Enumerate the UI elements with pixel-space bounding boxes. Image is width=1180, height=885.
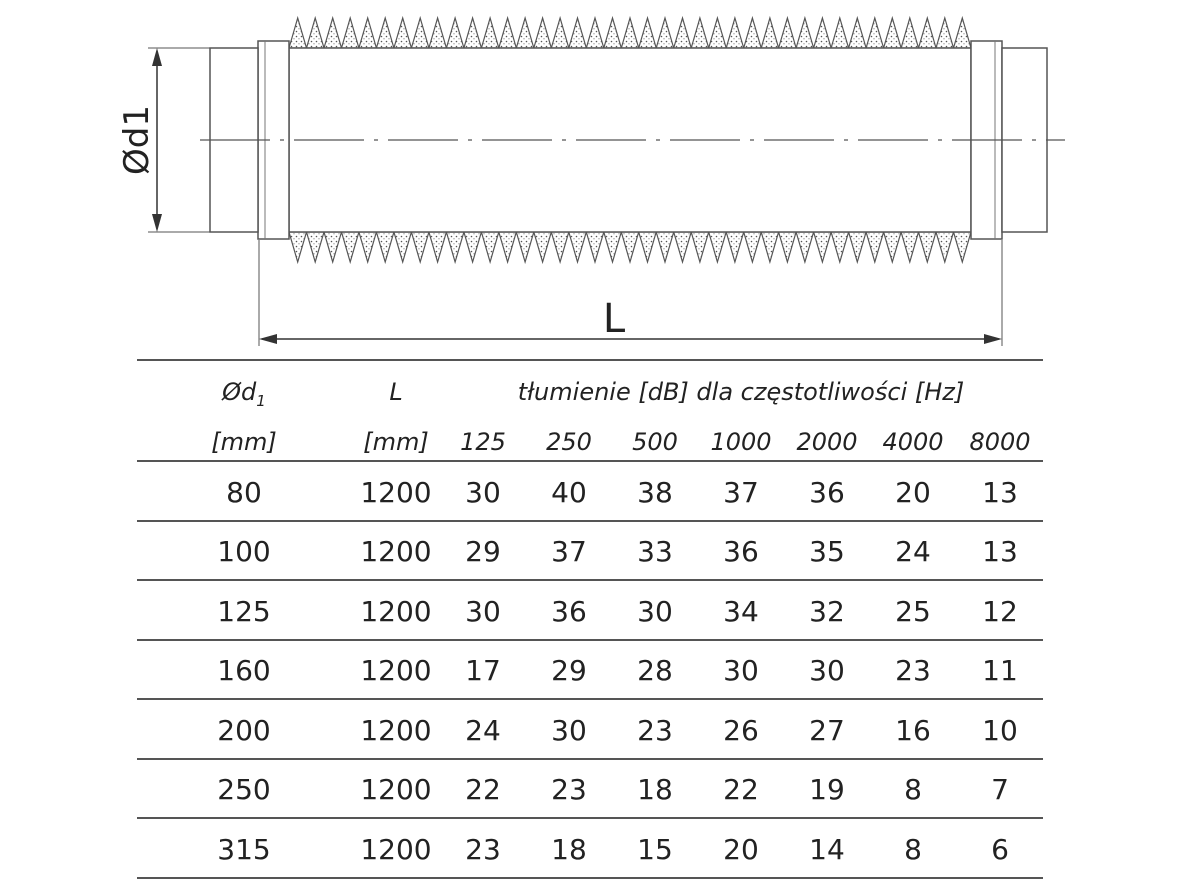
header-rule <box>137 460 1043 462</box>
cell-attenuation: 23 <box>895 654 931 687</box>
silencer-drawing: Ød1 L <box>117 15 1065 346</box>
cell-attenuation: 36 <box>551 595 587 628</box>
cell-attenuation: 17 <box>465 654 501 687</box>
diameter-label: Ød1 <box>117 105 157 175</box>
cell-attenuation: 34 <box>723 595 759 628</box>
table-top-rule <box>137 359 1043 361</box>
header-diameter: Ød1 <box>222 378 266 410</box>
cell-diameter: 315 <box>217 833 271 866</box>
cell-attenuation: 23 <box>637 714 673 747</box>
cell-attenuation: 25 <box>895 595 931 628</box>
cell-diameter: 250 <box>217 773 271 806</box>
cell-diameter: 160 <box>217 654 271 687</box>
cell-attenuation: 23 <box>465 833 501 866</box>
row-rule <box>137 639 1043 641</box>
cell-attenuation: 20 <box>895 476 931 509</box>
cell-attenuation: 29 <box>465 535 501 568</box>
row-rule <box>137 579 1043 581</box>
cell-diameter: 100 <box>217 535 271 568</box>
cell-attenuation: 23 <box>551 773 587 806</box>
cell-attenuation: 26 <box>723 714 759 747</box>
cell-attenuation: 7 <box>991 773 1009 806</box>
cell-length: 1200 <box>360 833 432 866</box>
cell-attenuation: 8 <box>904 833 922 866</box>
header-attenuation-title: tłumienie [dB] dla częstotliwości [Hz] <box>517 378 965 406</box>
header-frequency: 250 <box>546 428 592 456</box>
cell-length: 1200 <box>360 595 432 628</box>
cell-attenuation: 20 <box>723 833 759 866</box>
cell-attenuation: 30 <box>637 595 673 628</box>
cell-attenuation: 18 <box>637 773 673 806</box>
cell-attenuation: 30 <box>809 654 845 687</box>
row-rule <box>137 698 1043 700</box>
cell-attenuation: 32 <box>809 595 845 628</box>
cell-attenuation: 36 <box>809 476 845 509</box>
cell-attenuation: 12 <box>982 595 1018 628</box>
cell-attenuation: 13 <box>982 535 1018 568</box>
row-rule <box>137 758 1043 760</box>
cell-length: 1200 <box>360 773 432 806</box>
header-frequency: 500 <box>632 428 678 456</box>
header-frequency: 8000 <box>969 428 1031 456</box>
cell-attenuation: 18 <box>551 833 587 866</box>
table-bottom-rule <box>137 877 1043 879</box>
cell-attenuation: 30 <box>723 654 759 687</box>
cell-attenuation: 30 <box>465 476 501 509</box>
cell-length: 1200 <box>360 654 432 687</box>
header-frequency: 4000 <box>882 428 944 456</box>
cell-length: 1200 <box>360 476 432 509</box>
cell-attenuation: 8 <box>904 773 922 806</box>
cell-attenuation: 40 <box>551 476 587 509</box>
cell-attenuation: 22 <box>723 773 759 806</box>
cell-diameter: 80 <box>226 476 262 509</box>
cell-diameter: 125 <box>217 595 271 628</box>
cell-attenuation: 10 <box>982 714 1018 747</box>
cell-attenuation: 33 <box>637 535 673 568</box>
row-rule <box>137 817 1043 819</box>
cell-attenuation: 22 <box>465 773 501 806</box>
cell-attenuation: 37 <box>551 535 587 568</box>
header-frequency: 125 <box>460 428 506 456</box>
cell-attenuation: 14 <box>809 833 845 866</box>
cell-attenuation: 29 <box>551 654 587 687</box>
cell-attenuation: 27 <box>809 714 845 747</box>
header-frequency: 2000 <box>796 428 858 456</box>
cell-attenuation: 11 <box>982 654 1018 687</box>
cell-attenuation: 28 <box>637 654 673 687</box>
cell-attenuation: 35 <box>809 535 845 568</box>
cell-attenuation: 37 <box>723 476 759 509</box>
header-length-unit: [mm] <box>363 428 429 456</box>
cell-attenuation: 6 <box>991 833 1009 866</box>
cell-attenuation: 19 <box>809 773 845 806</box>
header-diameter-unit: [mm] <box>211 428 277 456</box>
cell-attenuation: 30 <box>551 714 587 747</box>
header-frequency: 1000 <box>710 428 772 456</box>
cell-length: 1200 <box>360 535 432 568</box>
cell-attenuation: 36 <box>723 535 759 568</box>
cell-attenuation: 24 <box>465 714 501 747</box>
row-rule <box>137 520 1043 522</box>
length-label: L <box>603 296 626 342</box>
insulation-bottom <box>288 229 972 265</box>
header-length: L <box>389 378 403 406</box>
cell-attenuation: 13 <box>982 476 1018 509</box>
cell-attenuation: 24 <box>895 535 931 568</box>
cell-diameter: 200 <box>217 714 271 747</box>
diameter-dimension: Ød1 <box>117 47 210 233</box>
cell-attenuation: 15 <box>637 833 673 866</box>
length-dimension: L <box>258 240 1003 346</box>
cell-attenuation: 30 <box>465 595 501 628</box>
cell-attenuation: 38 <box>637 476 673 509</box>
insulation-top <box>288 15 972 51</box>
cell-attenuation: 16 <box>895 714 931 747</box>
cell-length: 1200 <box>360 714 432 747</box>
